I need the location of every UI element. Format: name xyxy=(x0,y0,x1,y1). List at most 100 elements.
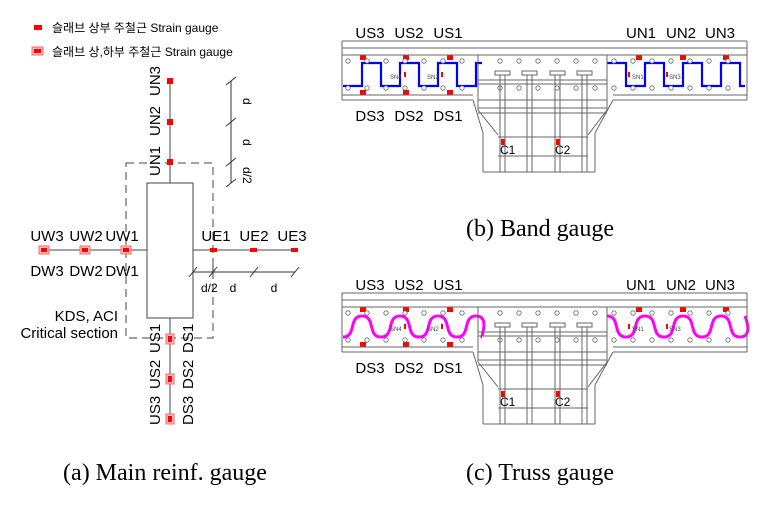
rebar xyxy=(345,337,351,343)
capital-edge xyxy=(594,99,614,134)
label-us2: US2 xyxy=(394,25,423,42)
rebar xyxy=(383,58,389,64)
gauge-column xyxy=(501,139,505,145)
dim-d-h2: d xyxy=(271,281,278,295)
rebar xyxy=(592,58,598,64)
gauge-un2 xyxy=(167,119,173,125)
label-c1: C1 xyxy=(500,143,516,157)
rebar xyxy=(535,310,541,316)
label-ds1: DS1 xyxy=(433,108,462,125)
rebar xyxy=(573,337,579,343)
rebar xyxy=(421,58,427,64)
gauge-top xyxy=(636,307,642,312)
label-us3: US3 xyxy=(355,25,384,42)
rebar xyxy=(516,337,522,343)
legend-top-marker xyxy=(34,25,42,30)
label-uw2: UW2 xyxy=(69,228,102,245)
rebar xyxy=(592,337,598,343)
truss-shear-reinforcement xyxy=(606,314,750,339)
rebar xyxy=(573,85,579,91)
rebar xyxy=(725,85,731,91)
rebar xyxy=(345,85,351,91)
gauge-shear xyxy=(404,72,406,77)
label-un3: UN3 xyxy=(705,25,735,42)
label-sn2: SN2 xyxy=(427,75,439,81)
rebar xyxy=(516,85,522,91)
bar-head xyxy=(549,70,566,76)
rebar xyxy=(402,337,408,343)
label-ue1: UE1 xyxy=(201,228,230,245)
bar-head xyxy=(494,70,511,76)
rebar xyxy=(611,337,617,343)
rebar xyxy=(630,85,636,91)
gauge-shear xyxy=(404,324,406,329)
rebar xyxy=(440,85,446,91)
label-ds1: DS1 xyxy=(433,360,462,377)
rebar xyxy=(725,337,731,343)
label-us1: US1 xyxy=(433,25,462,42)
label-ds2: DS2 xyxy=(180,360,197,389)
gauge-shear xyxy=(666,72,668,77)
label-un1: UN1 xyxy=(626,277,656,294)
gauge-ue3 xyxy=(291,248,298,252)
caption-a: (a) Main reinf. gauge xyxy=(63,460,267,486)
gauge-top xyxy=(360,55,366,60)
rebar xyxy=(459,58,465,64)
dim-half-h: d/2 xyxy=(201,281,218,295)
rebar xyxy=(554,58,560,64)
gauge-bottom xyxy=(447,90,453,95)
gauge-bottom xyxy=(403,90,409,95)
rebar xyxy=(611,85,617,91)
critical-label-1: KDS, ACI xyxy=(55,308,118,325)
label-uw1: UW1 xyxy=(105,228,138,245)
label-c1: C1 xyxy=(500,395,516,409)
gauge-shear xyxy=(441,324,443,329)
rebar xyxy=(459,310,465,316)
rebar xyxy=(592,85,598,91)
label-c2: C2 xyxy=(555,395,571,409)
rebar xyxy=(611,58,617,64)
label-sn2: SN2 xyxy=(427,327,439,333)
rebar xyxy=(573,58,579,64)
label-ue3: UE3 xyxy=(277,228,306,245)
rebar xyxy=(687,85,693,91)
label-un2: UN2 xyxy=(666,25,696,42)
bar-head xyxy=(494,322,511,328)
rebar xyxy=(402,58,408,64)
legend-item-top: 슬래브 상부 주철근 Strain gauge xyxy=(52,21,219,35)
gauge-top xyxy=(447,307,453,312)
vertical-dimension xyxy=(225,76,237,188)
rebar xyxy=(630,310,636,316)
label-ue2: UE2 xyxy=(239,228,268,245)
horizontal-dimension xyxy=(188,265,300,278)
rebar xyxy=(497,310,503,316)
dim-half-v: d/2 xyxy=(240,167,254,184)
rebar xyxy=(630,58,636,64)
label-dw1: DW1 xyxy=(105,263,138,280)
rebar xyxy=(706,337,712,343)
rebar xyxy=(383,337,389,343)
rebar xyxy=(440,58,446,64)
rebar xyxy=(725,310,731,316)
gauge-un3 xyxy=(167,78,173,84)
panel-b-section: US3 US2 US1 UN1 UN2 UN3 DS3 DS2 DS1 SN4 … xyxy=(341,25,748,242)
legend-item-topbottom: 슬래브 상,하부 주철근 Strain gauge xyxy=(52,45,233,59)
band-shear-reinforcement xyxy=(607,61,745,88)
capital-line xyxy=(587,361,608,388)
gauge-shear xyxy=(666,324,668,329)
legend: 슬래브 상부 주철근 Strain gauge 슬래브 상,하부 주철근 Str… xyxy=(31,21,233,59)
gauge-top xyxy=(680,307,686,312)
label-sn3: SN3 xyxy=(669,75,681,81)
capital-line xyxy=(477,109,499,136)
gauge-top xyxy=(636,55,642,60)
rebar xyxy=(535,337,541,343)
caption-b: (b) Band gauge xyxy=(466,216,614,242)
dim-d-h1: d xyxy=(230,281,237,295)
label-sn1: SN1 xyxy=(632,75,644,81)
west-gauges xyxy=(38,245,132,255)
gauge-ue1 xyxy=(210,248,217,252)
rebar xyxy=(649,85,655,91)
label-un1: UN1 xyxy=(626,25,656,42)
label-un3: UN3 xyxy=(705,277,735,294)
